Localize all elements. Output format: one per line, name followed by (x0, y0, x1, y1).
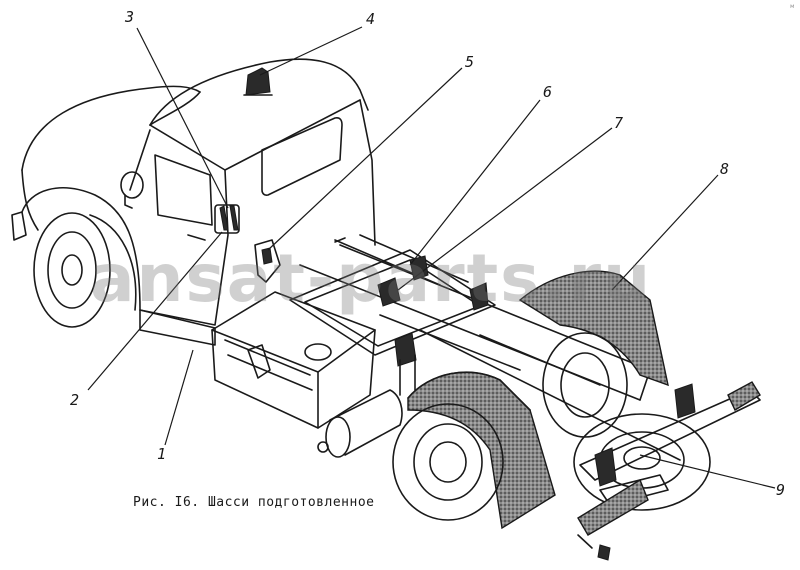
corner-mark: м (790, 3, 794, 10)
watermark-text: ansat-parts.ru (90, 240, 653, 317)
rear-mudguards (407, 270, 669, 530)
callout-6: 6 (543, 83, 553, 101)
truck-cab (11, 58, 376, 346)
callout-7: 7 (614, 114, 624, 132)
callout-5: 5 (465, 53, 475, 71)
chassis-frame (289, 234, 681, 461)
callout-4: 4 (366, 10, 376, 28)
figure-caption: Рис. I6. Шасси подготовленное (133, 495, 375, 510)
rear-beam (577, 381, 761, 561)
front-wheel (33, 212, 137, 328)
callout-8: 8 (720, 160, 730, 178)
callout-2: 2 (70, 391, 80, 409)
fuel-tank (211, 291, 376, 429)
rear-wheels (392, 332, 628, 521)
control-levers (214, 204, 281, 283)
leader-lines (87, 26, 776, 489)
callout-9: 9 (776, 481, 786, 499)
air-cylinder (317, 389, 403, 458)
callout-1: 1 (157, 445, 167, 463)
callout-3: 3 (125, 8, 135, 26)
